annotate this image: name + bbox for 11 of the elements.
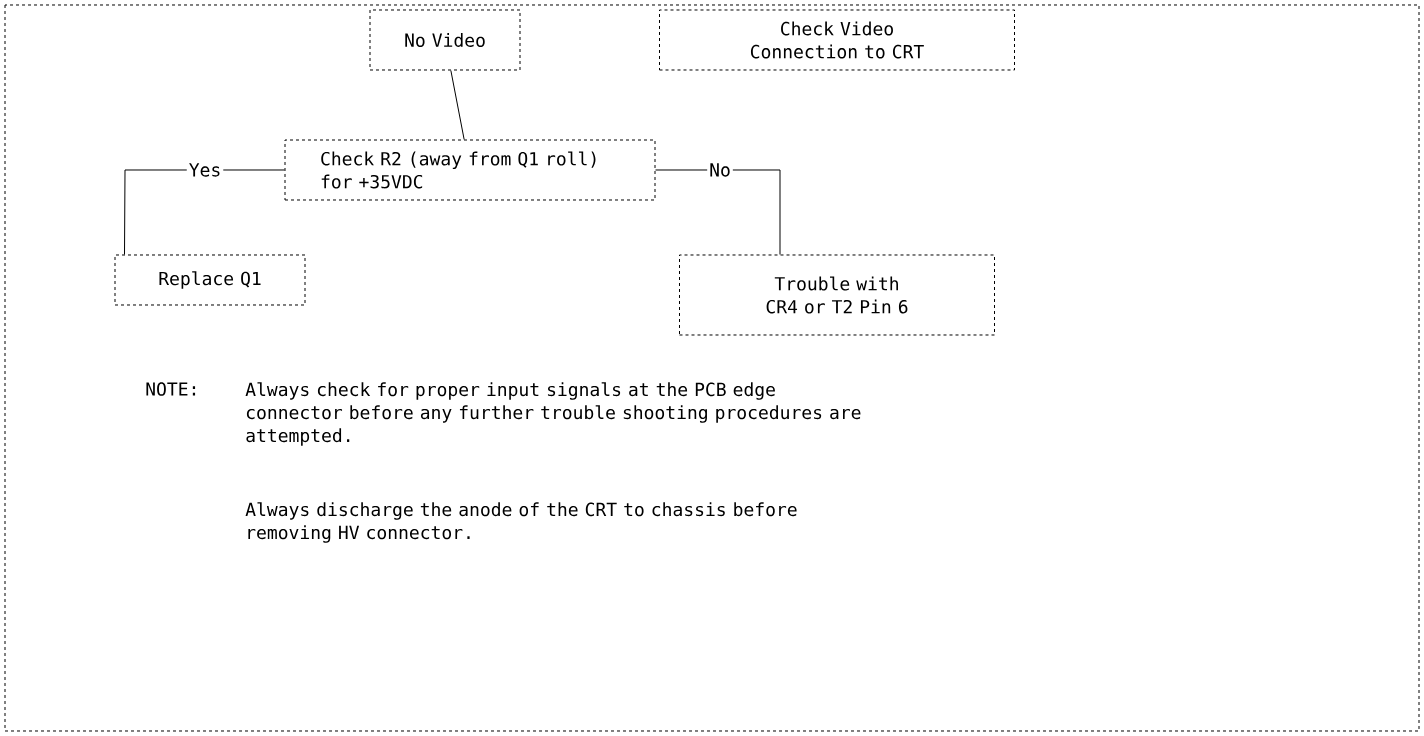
note-text: Always discharge the anode of the CRT to chassis before removing HV connector. <box>245 502 797 543</box>
process-box: Check Video Connection to CRT <box>659 9 1015 71</box>
connector-line <box>450 70 465 140</box>
edge-label: Yes <box>186 161 224 179</box>
process-box: Trouble with CR4 or T2 Pin 6 <box>679 254 995 336</box>
process-box: Check R2 (away from Q1 roll) for +35VDC <box>284 139 656 201</box>
process-box: Replace Q1 <box>114 254 306 306</box>
edge-label: No <box>707 161 733 179</box>
note-heading: NOTE: <box>146 382 196 396</box>
note-text: Always check for proper input signals at the PCB edge connector before any further trouble shooting procedures are attempted. <box>245 382 861 446</box>
process-box: No Video <box>369 9 521 71</box>
